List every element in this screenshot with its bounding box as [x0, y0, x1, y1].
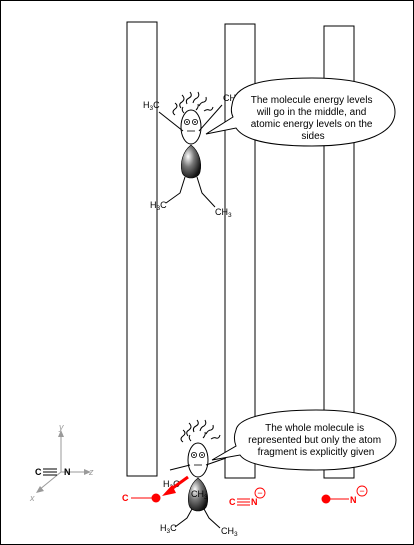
character-bottom: H3C CH3 H3C CH3	[160, 419, 238, 538]
fragment-cn-c-label: C	[229, 497, 236, 507]
cn-molecule-axis: C N	[35, 467, 71, 477]
axis-triad: y z x	[29, 422, 94, 503]
fragment-cn-n-label: N	[251, 497, 258, 507]
red-arrow	[162, 475, 189, 496]
svg-text:−: −	[257, 488, 262, 498]
fragment-c-label: C	[122, 493, 129, 503]
character-top-arm-left	[158, 111, 184, 132]
character-bottom-body	[187, 477, 209, 512]
character-top-body	[180, 144, 202, 179]
fragment-n-atom: N −	[321, 485, 368, 505]
cn-molecule-c-label: C	[35, 467, 42, 477]
fragment-c-atom: C	[122, 493, 161, 503]
axis-z-label: z	[88, 467, 94, 477]
fragment-n-label: N	[350, 495, 357, 505]
column-left-atom	[126, 21, 158, 477]
character-bottom-head	[187, 442, 209, 478]
character-top-hair	[172, 91, 214, 116]
character-bottom-arm-right	[205, 457, 227, 466]
character-bottom-leg-right	[203, 508, 221, 529]
speech-bubble-top-text: The molecule energy levels will go in th…	[251, 95, 376, 142]
cn-molecule-n-label: N	[64, 467, 71, 477]
label-bottom-ch3-body: CH3	[191, 489, 208, 501]
character-bottom-hair	[180, 419, 221, 443]
character-top-head	[180, 109, 202, 145]
label-bottom-h3c-leg: H3C	[160, 523, 177, 535]
character-bottom-arm-left	[169, 464, 191, 471]
character-top-arm-right	[198, 104, 223, 132]
character-top: H3C CH H3C CH3	[143, 91, 236, 219]
fragment-n-dot	[321, 494, 331, 504]
speech-bubble-bottom: The whole molecule is represented but on…	[211, 409, 397, 471]
label-top-h3c-leg: H3C	[150, 200, 167, 212]
label-top-ch3-arm: CH	[223, 93, 236, 103]
character-top-leg-left	[165, 176, 186, 204]
label-bottom-ch3-leg: CH3	[221, 526, 238, 538]
svg-text:−: −	[359, 486, 364, 496]
fragment-cn-charge	[254, 487, 266, 499]
fragment-c-dot	[151, 493, 161, 503]
speech-bubble-bottom-text: The whole molecule is represented but on…	[248, 423, 384, 458]
speech-bubble-top: The molecule energy levels will go in th…	[205, 77, 396, 147]
fragment-cn-anion: C N −	[229, 487, 266, 507]
fragment-n-charge	[356, 485, 368, 497]
axis-x-label: x	[29, 493, 35, 503]
label-top-ch3-leg: CH3	[215, 207, 232, 219]
label-top-h3c-arm: H3C	[143, 100, 160, 112]
character-bottom-leg-left	[174, 508, 193, 528]
character-top-leg-right	[196, 176, 216, 208]
axis-y-label: y	[58, 422, 64, 432]
